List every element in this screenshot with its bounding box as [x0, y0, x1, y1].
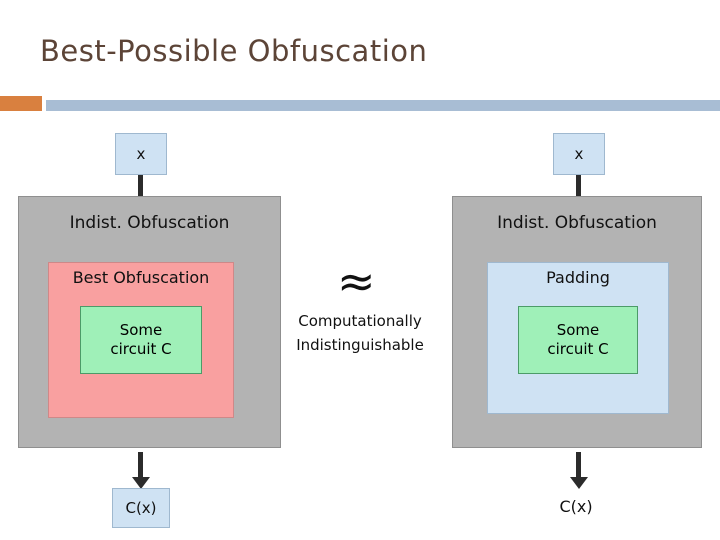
page-title: Best-Possible Obfuscation: [40, 34, 428, 68]
right-input-arrow-line: [576, 175, 581, 205]
right-output-label: C(x): [559, 497, 593, 516]
left-output-label: C(x): [125, 498, 157, 517]
left-output-box: C(x): [112, 488, 170, 528]
title-divider: [46, 100, 720, 111]
right-output-arrow-line: [576, 452, 581, 482]
left-circuit-line1: Some: [119, 321, 163, 340]
right-input-label: x: [574, 144, 584, 163]
left-outer-label: Indist. Obfuscation: [69, 213, 230, 233]
left-input-box: x: [115, 133, 167, 175]
right-circuit-box: Some circuit C: [518, 306, 638, 374]
right-inner-label: Padding: [546, 268, 610, 287]
left-output-arrow-line: [138, 452, 143, 482]
left-input-label: x: [136, 144, 146, 163]
right-output-arrow-head: [570, 477, 588, 489]
left-circuit-line2: circuit C: [110, 340, 172, 358]
approx-symbol: ≈: [337, 254, 376, 308]
right-circuit-line2: circuit C: [547, 340, 609, 358]
right-outer-label: Indist. Obfuscation: [497, 213, 657, 233]
middle-caption-line1: Computationally: [298, 312, 422, 330]
left-output-arrow-head: [132, 477, 150, 489]
title-accent-bar: [0, 96, 42, 111]
right-circuit-line1: Some: [556, 321, 600, 340]
right-input-box: x: [553, 133, 605, 175]
left-inner-label: Best Obfuscation: [72, 268, 210, 287]
left-circuit-box: Some circuit C: [80, 306, 202, 374]
middle-caption-line2: Indistinguishable: [296, 336, 424, 354]
left-input-arrow-line: [138, 175, 143, 205]
